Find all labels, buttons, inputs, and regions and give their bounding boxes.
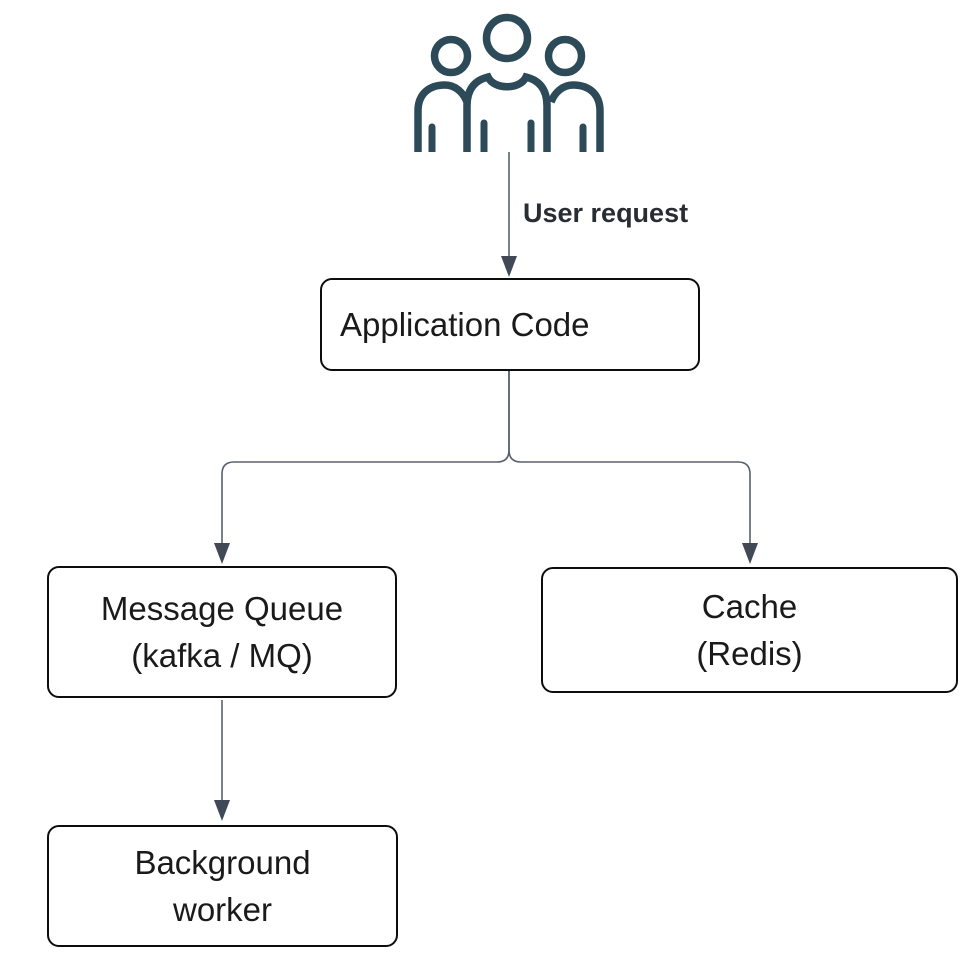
node-cache-line2: (Redis) xyxy=(696,635,803,672)
user-head-center xyxy=(482,13,532,63)
node-background-worker: Background worker xyxy=(47,825,398,947)
user-request-label: User request xyxy=(523,198,689,228)
users-icon xyxy=(414,13,604,152)
arrowhead-into-app xyxy=(501,256,517,277)
node-message-queue-line1: Message Queue xyxy=(100,590,344,627)
node-background-worker-line2: worker xyxy=(172,891,273,928)
arrowhead-into-cache xyxy=(742,543,758,564)
arrowhead-into-worker xyxy=(214,800,230,821)
node-application-code-label: Application Code xyxy=(340,306,590,343)
edge-app-to-cache xyxy=(508,371,751,545)
user-body-left xyxy=(414,81,471,152)
node-application-code: Application Code xyxy=(320,278,700,371)
user-head-right xyxy=(544,35,586,77)
user-body-center xyxy=(463,72,551,152)
user-body-right xyxy=(547,81,604,152)
user-head-left xyxy=(430,35,472,77)
edge-app-to-mq xyxy=(221,371,510,545)
node-message-queue-line2: (kafka / MQ) xyxy=(131,637,313,674)
users-icon-strokes xyxy=(414,13,604,152)
node-cache: Cache (Redis) xyxy=(541,567,958,693)
node-message-queue: Message Queue (kafka / MQ) xyxy=(47,566,397,698)
node-background-worker-line1: Background xyxy=(134,844,311,881)
arrowhead-into-mq xyxy=(214,543,230,564)
node-cache-line1: Cache xyxy=(701,588,798,625)
